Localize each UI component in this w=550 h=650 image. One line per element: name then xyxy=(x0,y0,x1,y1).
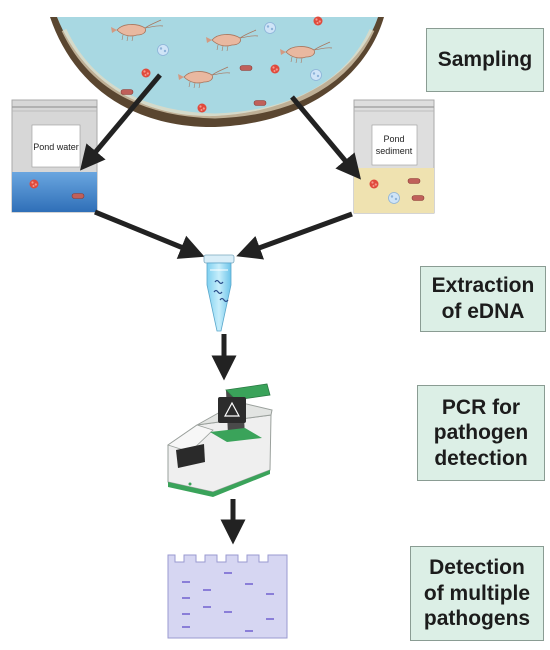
water-sample-bag-icon: Pond water xyxy=(11,99,98,213)
arrow-icon xyxy=(79,73,362,545)
water-sample-label: Pond water xyxy=(33,142,79,152)
electrophoresis-gel-icon xyxy=(167,554,288,639)
step-extraction: Extraction of eDNA xyxy=(420,266,546,332)
pond-icon xyxy=(50,16,384,128)
microcentrifuge-tube-icon xyxy=(203,254,235,332)
sediment-sample-label-line1: Pond xyxy=(383,134,404,144)
sediment-sample-bag-icon: Pond sediment xyxy=(353,99,435,214)
step-sampling: Sampling xyxy=(426,28,544,92)
step-detection: Detection of multiple pathogens xyxy=(410,546,544,641)
step-pcr: PCR for pathogen detection xyxy=(417,385,545,481)
pcr-thermocycler-icon xyxy=(167,383,273,497)
sediment-sample-label-line2: sediment xyxy=(376,146,413,156)
